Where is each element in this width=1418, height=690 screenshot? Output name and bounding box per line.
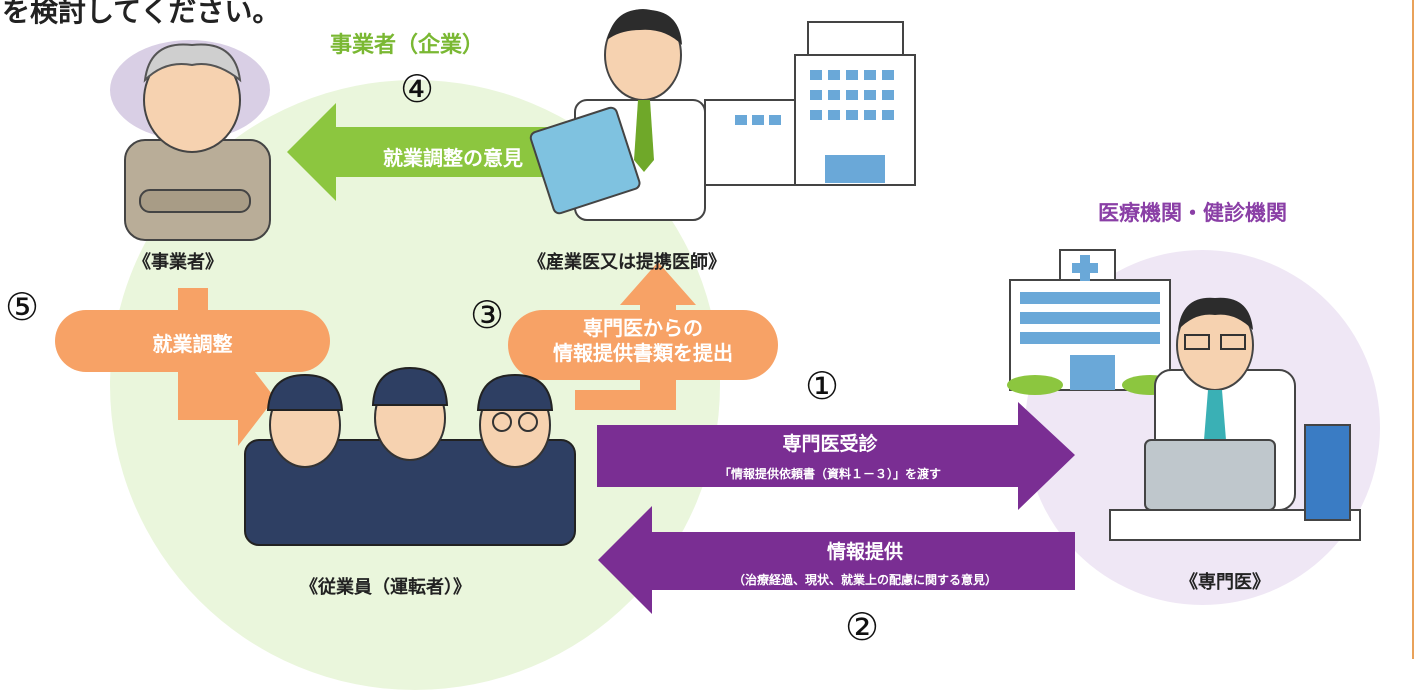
industrial-doctor-illustration	[529, 9, 706, 221]
consult-arrow	[597, 402, 1075, 510]
consult-arrow-title: 専門医受診	[782, 433, 878, 455]
submit-arrow-label: 専門医からの 情報提供書類を提出	[508, 316, 778, 366]
header-text: を検討してください。	[2, 0, 281, 28]
employer-illustration	[110, 40, 271, 241]
provide-arrow-title: 情報提供	[826, 541, 903, 563]
specialist-label: 《専門医》	[1180, 572, 1270, 593]
employer-label: 《事業者》	[133, 252, 223, 273]
industrial-doctor-label: 《産業医又は提携医師》	[528, 252, 726, 273]
adjust-arrow-label: 就業調整	[152, 332, 233, 356]
step-number-1: ①	[805, 364, 840, 408]
opinion-arrow-label: 就業調整の意見	[383, 146, 523, 170]
employees-label: 《従業員（運転者）》	[300, 577, 471, 598]
provide-arrow	[598, 506, 1075, 614]
step-number-3: ③	[470, 293, 505, 337]
submit-arrow-line2: 情報提供書類を提出	[553, 341, 733, 365]
medical-group-label: 医療機関・健診機関	[1098, 201, 1287, 225]
consult-arrow-subtitle: 「情報提供依頼書（資料１－３）」を渡す	[718, 467, 941, 481]
page-border	[1412, 0, 1414, 659]
step-number-4: ④	[400, 67, 435, 111]
provide-arrow-subtitle: （治療経過、現状、就業上の配慮に関する意見）	[732, 573, 997, 587]
company-group-label: 事業者（企業）	[330, 33, 485, 58]
company-building	[704, 21, 916, 186]
step-number-5: ⑤	[5, 285, 40, 329]
hospital-building	[1007, 249, 1178, 395]
specialist-illustration	[1109, 297, 1361, 541]
diagram-graphics	[55, 9, 1361, 614]
submit-arrow	[508, 262, 778, 410]
opinion-arrow	[287, 103, 570, 201]
step-number-2: ②	[845, 605, 880, 649]
employees-illustration	[244, 366, 576, 546]
adjust-arrow	[55, 288, 330, 446]
submit-arrow-line1: 専門医からの	[583, 316, 703, 340]
